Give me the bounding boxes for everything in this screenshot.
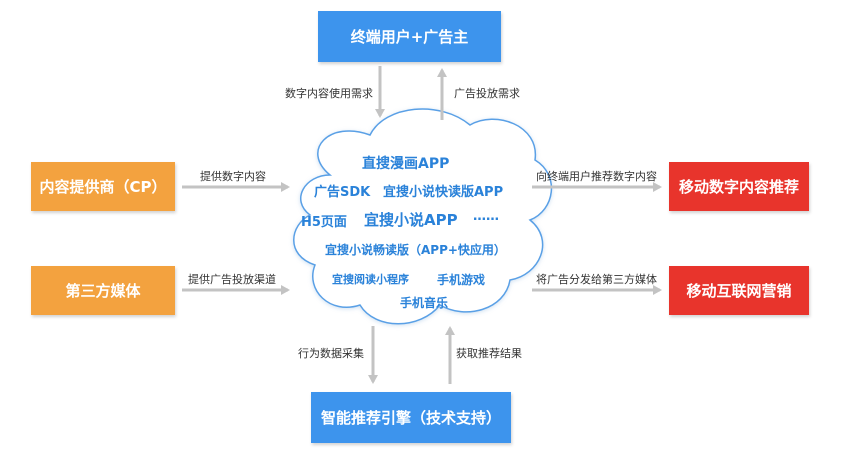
label-get-results: 获取推荐结果 <box>456 347 522 360</box>
mobile-internet-marketing-box: 移动互联网营销 <box>669 266 809 315</box>
third-party-media-box: 第三方媒体 <box>31 266 175 315</box>
cloud-reading-miniprogram: 宜搜阅读小程序 <box>332 273 409 286</box>
label-behavior-collection: 行为数据采集 <box>298 347 364 360</box>
label-distribute-ads: 将广告分发给第三方媒体 <box>536 273 657 286</box>
mobile-content-recommend-box: 移动数字内容推荐 <box>669 162 809 211</box>
label-provide-ad-channel: 提供广告投放渠道 <box>188 273 276 286</box>
end-user-advertiser-box: 终端用户+广告主 <box>318 11 501 62</box>
cloud-novel-smooth-app: 宜搜小说畅读版（APP+快应用） <box>325 243 506 257</box>
content-provider-box: 内容提供商（CP） <box>31 162 175 211</box>
cloud-mobile-games: 手机游戏 <box>437 273 486 287</box>
cloud-novel-quick-app: 宜搜小说快读版APP <box>383 185 504 200</box>
label-ad-placement-demand: 广告投放需求 <box>454 87 520 100</box>
label-provide-digital-content: 提供数字内容 <box>200 170 266 183</box>
cloud-ellipsis: …… <box>473 209 499 224</box>
label-recommend-to-users: 向终端用户推荐数字内容 <box>536 170 657 183</box>
cloud-novel-app: 宜搜小说APP <box>364 211 458 229</box>
cloud-mobile-music: 手机音乐 <box>400 296 449 310</box>
label-digital-content-demand: 数字内容使用需求 <box>285 87 373 100</box>
cloud-comic-app: 直搜漫画APP <box>362 156 450 172</box>
recommend-engine-box: 智能推荐引擎（技术支持） <box>311 392 511 443</box>
cloud-ad-sdk: 广告SDK <box>314 185 371 200</box>
cloud-h5-page: H5页面 <box>301 215 347 230</box>
